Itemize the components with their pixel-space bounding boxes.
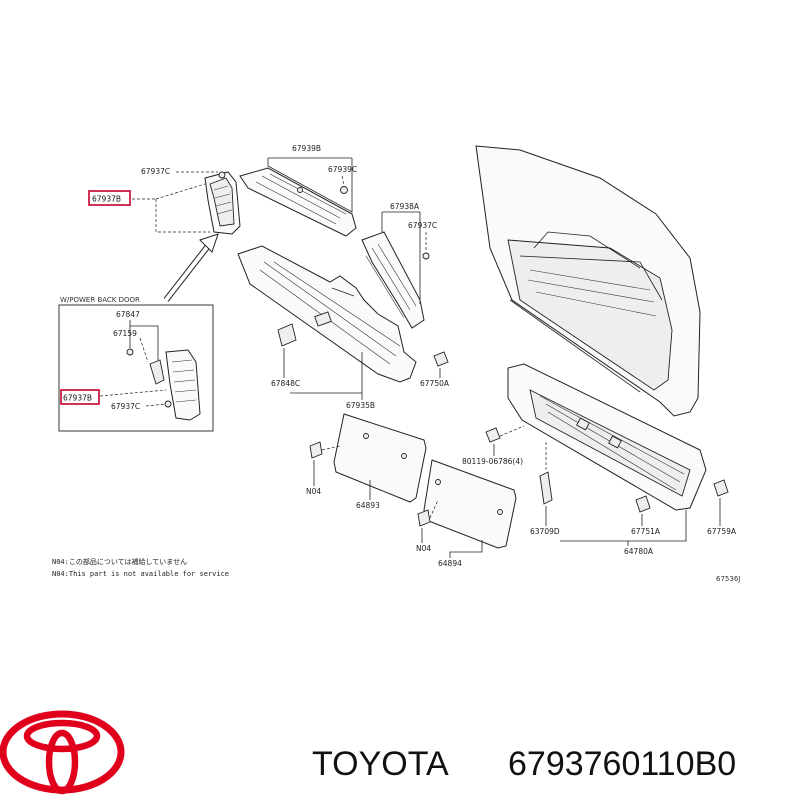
part-label-67939C: 67939C [328,165,357,174]
note-japanese: N04:この部品については補給していません [52,557,187,566]
pillar-trim-upper [204,171,241,235]
clip-67751A [635,495,651,513]
part-label-64894: 64894 [438,559,462,568]
part-label-63709D: 63709D [530,527,560,536]
part-label-67937C-top: 67937C [141,167,170,176]
inset-title: W/POWER BACK DOOR [60,296,140,304]
part-label-67938A: 67938A [390,202,420,211]
back-door-body [475,145,701,417]
part-label-67159: 67159 [113,329,137,338]
lower-garnish-64780A [507,363,707,511]
part-label-67935B: 67935B [346,401,375,410]
part-label-64893: 64893 [356,501,380,510]
part-label-67848C: 67848C [271,379,300,388]
arrow-inset-to-pillar [163,233,219,302]
part-label-67750A: 67750A [420,379,450,388]
side-garnish-67938A [361,231,430,329]
note-english: N04:This part is not available for servi… [52,570,229,578]
clip-N04-a [309,441,323,459]
clip-67750A [433,351,449,367]
brand-name: TOYOTA [312,745,449,783]
toyota-logo-icon [0,710,125,795]
part-label-N04-b: N04 [416,544,431,553]
part-number: 6793760110B0 [508,745,736,783]
panel-64894 [423,459,517,549]
part-label-67937B-top: 67937B [92,195,121,204]
part-label-67937C-box: 67937C [111,402,140,411]
part-label-67751A: 67751A [631,527,661,536]
upper-garnish-67939B [239,167,357,237]
part-label-67939B: 67939B [292,144,321,153]
part-label-67937B-box: 67937B [63,394,92,403]
clip-67848C [277,323,297,347]
inset-power-back-door: W/POWER BACK DOOR 67847 67159 67937B 679… [58,296,214,432]
part-label-67759A: 67759A [707,527,737,536]
clip-63709D [539,471,553,505]
part-label-64780A: 64780A [624,547,654,556]
bolt-80119 [485,427,501,443]
part-label-67847: 67847 [116,310,140,319]
panel-64893 [333,413,427,503]
part-label-67937C-mid: 67937C [408,221,437,230]
back-door-trim-board-67935B [237,245,417,383]
part-label-80119: 80119-06786(4) [462,457,523,466]
figure-reference: 67536J [716,575,740,583]
highlighted-part-67937B-top: 67937B [88,190,131,206]
clip-67759A [713,479,729,497]
clip-N04-b [417,509,431,527]
part-label-N04-a: N04 [306,487,321,496]
